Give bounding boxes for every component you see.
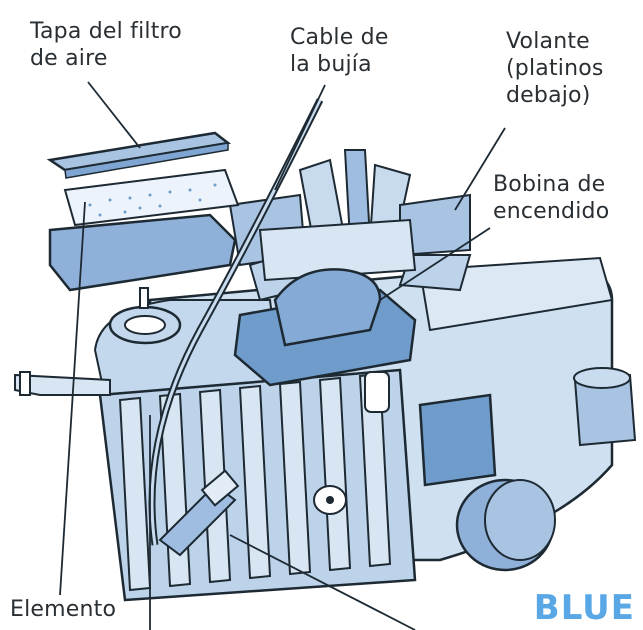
leader-lines (59, 81, 506, 630)
throttle-lever (14, 371, 111, 396)
label-flywheel-line2: (platinos (506, 56, 604, 81)
label-air-filter-cover-line1: Tapa del filtro (30, 19, 182, 44)
leader-air-filter-cover (87, 81, 141, 149)
points-box (418, 393, 497, 487)
label-air-filter-cover-line2: de aire (30, 46, 108, 71)
label-flywheel-line1: Volante (506, 29, 590, 54)
label-ignition-coil-line2: encendido (493, 199, 610, 224)
leader-bottom-2 (229, 534, 416, 630)
label-spark-plug-cable-line2: la bujía (290, 52, 372, 77)
label-spark-plug-cable: Cable de la bujía (290, 24, 389, 78)
fuel-cap (364, 371, 390, 413)
air-filter (46, 131, 240, 292)
pulley (455, 478, 556, 572)
condenser (573, 367, 637, 447)
watermark: BLUE (533, 588, 635, 628)
label-flywheel-line3: debajo) (506, 83, 591, 108)
label-element: Elemento (10, 597, 117, 622)
flywheel (228, 149, 472, 302)
ignition-coil (233, 268, 417, 387)
label-ignition-coil: Bobina de encendido (493, 171, 609, 225)
label-flywheel: Volante (platinos debajo) (506, 28, 604, 109)
spark-plug (158, 469, 240, 557)
label-air-filter-cover: Tapa del filtro de aire (30, 18, 182, 72)
leader-cable (274, 84, 326, 191)
leader-flywheel (454, 127, 506, 211)
leader-element (59, 201, 86, 596)
label-spark-plug-cable-line1: Cable de (290, 25, 389, 50)
breather-ring (108, 287, 182, 345)
leader-coil (379, 227, 491, 301)
label-ignition-coil-line1: Bobina de (493, 172, 606, 197)
